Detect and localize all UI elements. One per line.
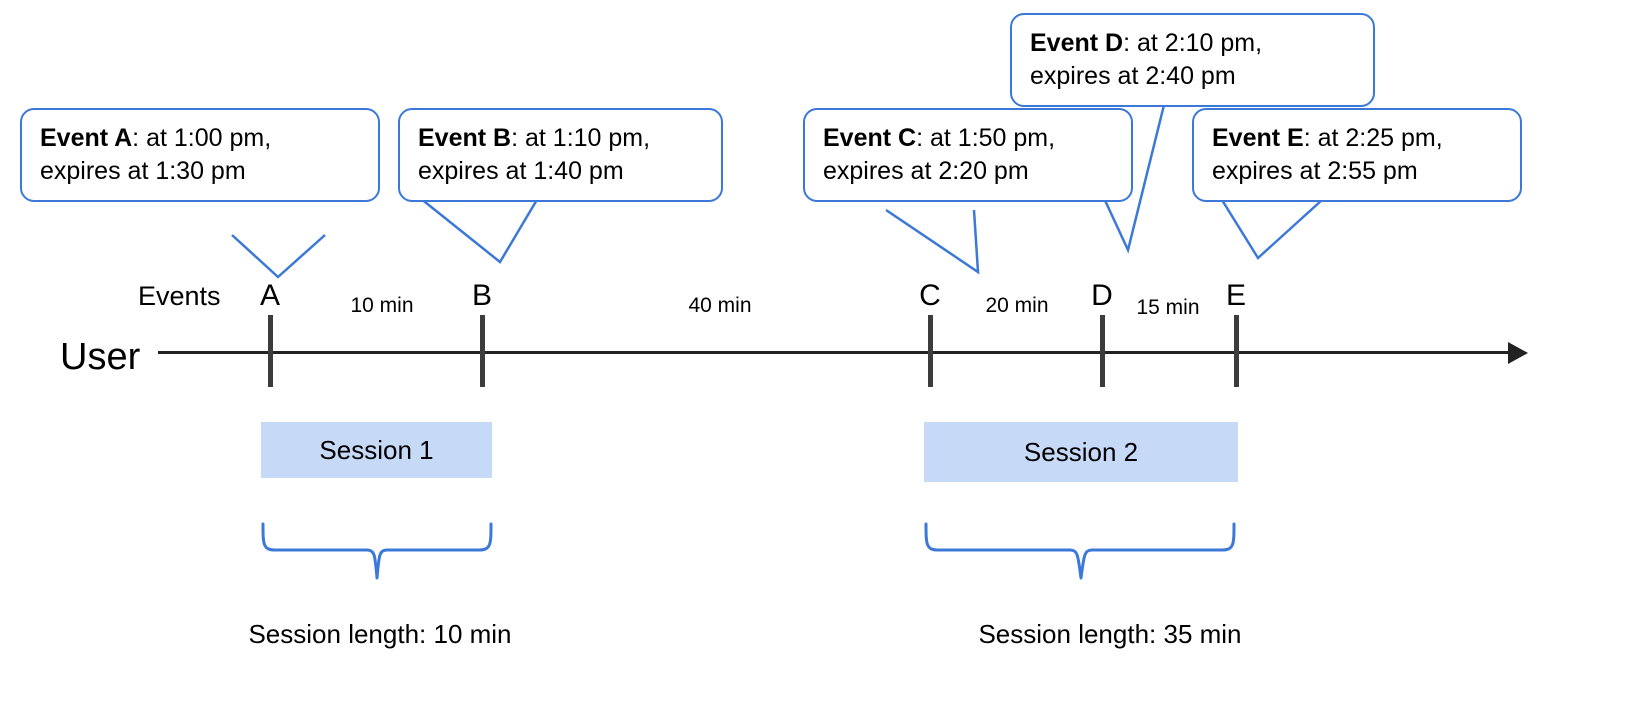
callout-event-d: Event D: at 2:10 pm, expires at 2:40 pm bbox=[1010, 13, 1375, 107]
session-box-1: Session 1 bbox=[261, 422, 492, 478]
callout-e-line2: expires at 2:55 pm bbox=[1212, 157, 1418, 185]
event-letter-e: E bbox=[1225, 279, 1246, 312]
callout-e-title: Event E bbox=[1212, 124, 1304, 152]
callout-a-line2: expires at 1:30 pm bbox=[40, 157, 246, 185]
callout-a-sep: : bbox=[132, 124, 147, 152]
callout-c-title: Event C bbox=[823, 124, 917, 152]
tick-marker-b bbox=[480, 315, 485, 387]
callout-b-line2: expires at 1:40 pm bbox=[418, 157, 624, 185]
callout-c-line1: at 1:50 pm, bbox=[930, 124, 1056, 152]
session-box-2: Session 2 bbox=[924, 422, 1238, 482]
event-letter-b: B bbox=[471, 279, 492, 312]
callout-event-e: Event E: at 2:25 pm, expires at 2:55 pm bbox=[1192, 108, 1522, 202]
callout-c-line2: expires at 2:20 pm bbox=[823, 157, 1029, 185]
callout-c-sep: : bbox=[916, 124, 930, 152]
callout-event-b: Event B: at 1:10 pm, expires at 1:40 pm bbox=[398, 108, 723, 202]
gap-label-d-e: 15 min bbox=[1136, 296, 1200, 319]
callout-event-a: Event A: at 1:00 pm, expires at 1:30 pm bbox=[20, 108, 380, 202]
callout-e-sep: : bbox=[1303, 124, 1318, 152]
callout-d-line2: expires at 2:40 pm bbox=[1030, 62, 1236, 90]
callout-d-title: Event D bbox=[1030, 29, 1124, 57]
timeline-axis bbox=[158, 351, 1518, 354]
event-letter-a: A bbox=[259, 279, 280, 312]
session-2-label: Session 2 bbox=[1023, 436, 1139, 467]
tick-marker-d bbox=[1100, 315, 1105, 387]
callout-d-sep: : bbox=[1123, 29, 1137, 57]
callout-e-line1: at 2:25 pm, bbox=[1317, 124, 1443, 152]
timeline-arrow-icon bbox=[1508, 342, 1528, 364]
callout-a-line1: at 1:00 pm, bbox=[146, 124, 272, 152]
tick-marker-c bbox=[928, 315, 933, 387]
gap-label-b-c: 40 min bbox=[688, 294, 752, 317]
callout-a-title: Event A bbox=[40, 124, 133, 152]
user-row-label: User bbox=[60, 336, 141, 378]
gap-label-a-b: 10 min bbox=[350, 294, 414, 317]
event-letter-c: C bbox=[919, 279, 941, 312]
event-letter-d: D bbox=[1091, 279, 1113, 312]
callout-event-c: Event C: at 1:50 pm, expires at 2:20 pm bbox=[803, 108, 1133, 202]
session-1-label: Session 1 bbox=[319, 434, 434, 465]
events-row-label: Events bbox=[138, 281, 221, 311]
callout-d-line1: at 2:10 pm, bbox=[1137, 29, 1263, 57]
session-1-length-label: Session length: 10 min bbox=[248, 619, 512, 649]
brace-session-2 bbox=[924, 522, 1236, 580]
tick-marker-e bbox=[1234, 315, 1239, 387]
tick-marker-a bbox=[268, 315, 273, 387]
callout-b-title: Event B bbox=[418, 124, 512, 152]
session-2-length-label: Session length: 35 min bbox=[978, 619, 1242, 649]
callout-b-sep: : bbox=[511, 124, 525, 152]
brace-session-1 bbox=[261, 522, 493, 580]
gap-label-c-d: 20 min bbox=[985, 294, 1049, 317]
callout-b-line1: at 1:10 pm, bbox=[525, 124, 651, 152]
